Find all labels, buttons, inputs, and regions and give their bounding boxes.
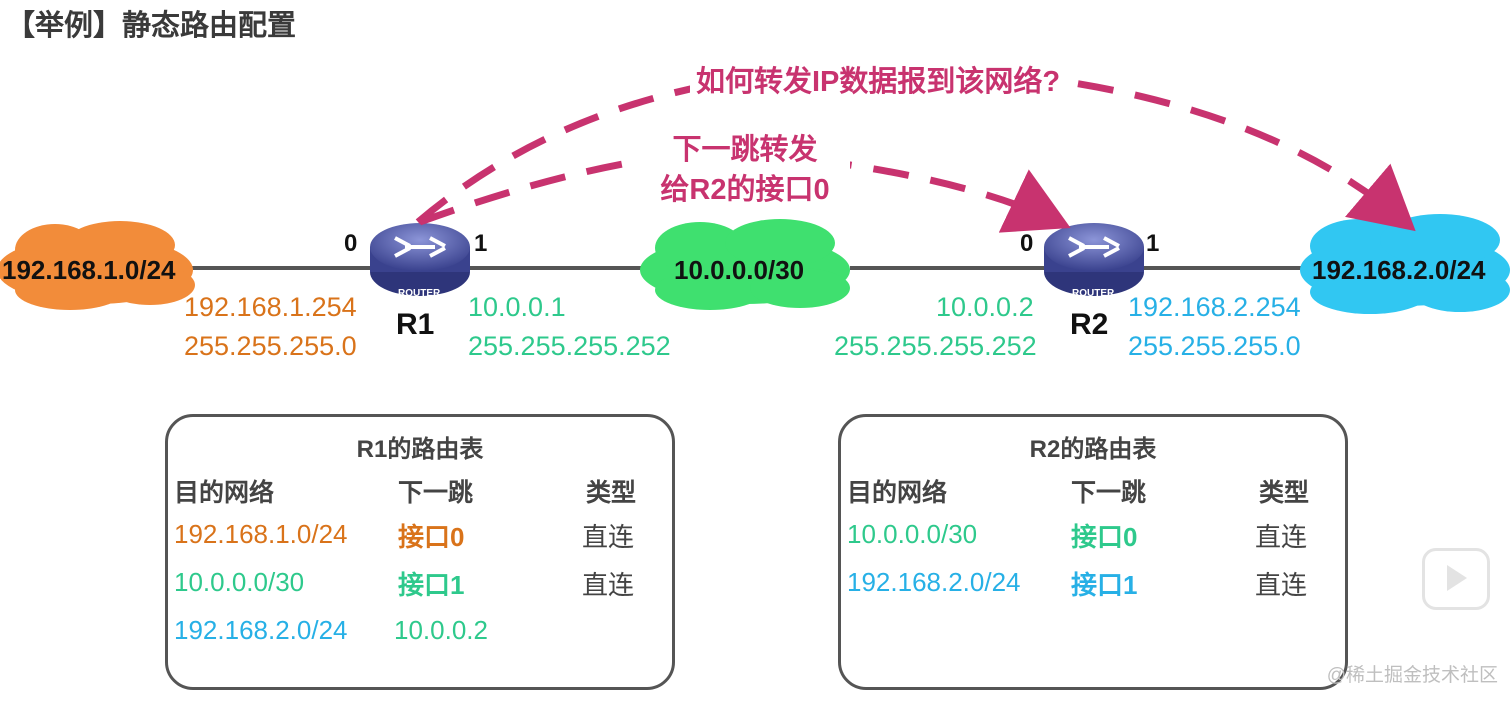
question-annotation: 如何转发IP数据报到该网络? <box>690 58 1067 100</box>
r2-badge: ROUTER <box>1072 288 1115 299</box>
r1-if0-ip: 192.168.1.254 <box>184 292 357 322</box>
video-play-icon[interactable] <box>1422 548 1490 610</box>
r2-name: R2 <box>1070 308 1109 341</box>
r1-header-type: 类型 <box>586 479 637 507</box>
r2-header-type: 类型 <box>1259 479 1310 507</box>
r2-row1-type: 直连 <box>1255 522 1308 552</box>
arrow-nexthop-to-r2 <box>418 147 1071 233</box>
r2-row2-type: 直连 <box>1255 570 1308 600</box>
r1-row2-type: 直连 <box>582 570 635 600</box>
r1-if0-mask: 255.255.255.0 <box>184 331 357 361</box>
r2-port-1: 1 <box>1146 230 1160 257</box>
r1-badge: ROUTER <box>398 288 441 299</box>
r1-if1-ip: 10.0.0.1 <box>468 292 566 322</box>
next-hop-annotation-line1: 下一跳转发 <box>640 126 850 168</box>
r1-row2-next: 接口1 <box>398 570 465 600</box>
r2-table-title: R2的路由表 <box>1029 436 1157 463</box>
r1-if1-mask: 255.255.255.252 <box>468 331 671 361</box>
cloud-right <box>1300 214 1510 314</box>
r1-port-1: 1 <box>474 230 488 257</box>
cloud-left-label: 192.168.1.0/24 <box>2 255 176 285</box>
cloud-middle-label: 10.0.0.0/30 <box>674 255 805 285</box>
r1-row1-next: 接口0 <box>398 522 465 552</box>
next-hop-annotation-line2: 给R2的接口0 <box>640 166 850 208</box>
r2-if1-mask: 255.255.255.0 <box>1128 331 1301 361</box>
r2-row1-next: 接口0 <box>1071 522 1138 552</box>
r2-row2-dest: 192.168.2.0/24 <box>847 567 1021 597</box>
cloud-right-label: 192.168.2.0/24 <box>1312 255 1486 285</box>
r1-row2-dest: 10.0.0.0/30 <box>174 567 305 597</box>
page-title: 【举例】静态路由配置 <box>6 10 297 42</box>
r1-header-next: 下一跳 <box>398 479 474 507</box>
r1-row3-dest: 192.168.2.0/24 <box>174 615 348 645</box>
r1-port-0: 0 <box>344 230 358 257</box>
router-r2-icon <box>1044 223 1144 296</box>
cloud-middle <box>640 219 850 310</box>
r2-if0-ip: 10.0.0.2 <box>936 292 1034 322</box>
watermark: @稀土掘金技术社区 <box>1326 665 1498 686</box>
r1-header-dest: 目的网络 <box>174 479 275 507</box>
r2-row1-dest: 10.0.0.0/30 <box>847 519 978 549</box>
r2-if1-ip: 192.168.2.254 <box>1128 292 1301 322</box>
router-r1-icon <box>370 223 470 296</box>
r1-name: R1 <box>396 308 435 341</box>
r1-row1-type: 直连 <box>582 522 635 552</box>
r1-table-title: R1的路由表 <box>356 436 484 463</box>
r2-if0-mask: 255.255.255.252 <box>834 331 1037 361</box>
r2-header-next: 下一跳 <box>1071 479 1147 507</box>
r2-row2-next: 接口1 <box>1071 570 1138 600</box>
r2-routing-table: R2的路由表 目的网络 下一跳 类型 10.0.0.0/30 接口0 直连 19… <box>838 414 1348 690</box>
r2-port-0: 0 <box>1020 230 1034 257</box>
r1-row3-next: 10.0.0.2 <box>394 615 488 645</box>
r2-header-dest: 目的网络 <box>847 479 948 507</box>
cloud-left <box>0 221 195 310</box>
r1-routing-table: R1的路由表 目的网络 下一跳 类型 192.168.1.0/24 接口0 直连… <box>165 414 675 690</box>
r1-row1-dest: 192.168.1.0/24 <box>174 519 348 549</box>
